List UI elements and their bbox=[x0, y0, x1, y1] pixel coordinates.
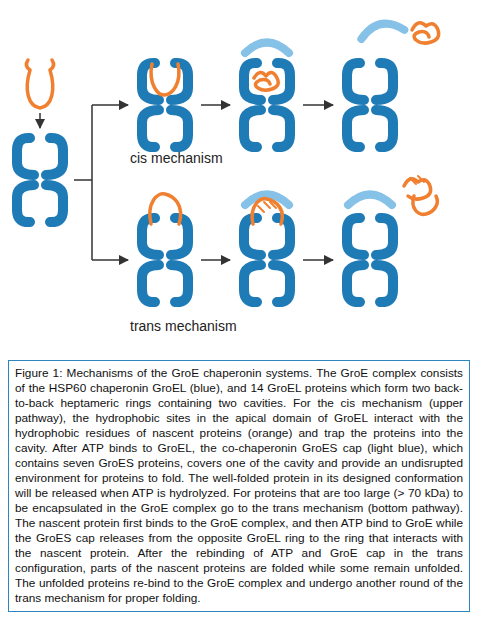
groes-cap bbox=[348, 195, 392, 206]
arrow bbox=[92, 259, 128, 261]
arrow bbox=[201, 259, 230, 261]
groel-complex bbox=[244, 218, 290, 302]
folded-part bbox=[258, 202, 276, 212]
arrow bbox=[201, 104, 230, 106]
mechanism-label: cis mechanism bbox=[130, 150, 223, 166]
groel-complex bbox=[347, 218, 393, 302]
groel-complex bbox=[347, 63, 393, 147]
groes-cap bbox=[359, 20, 404, 39]
arrow bbox=[303, 104, 333, 106]
folding-protein bbox=[254, 72, 278, 90]
bound-protein bbox=[150, 194, 181, 224]
groel-complex bbox=[17, 138, 63, 222]
branch-line bbox=[74, 105, 92, 260]
trapped-protein bbox=[151, 64, 179, 95]
arrow bbox=[39, 113, 41, 128]
partly-folded-protein bbox=[404, 179, 437, 215]
groel-complex bbox=[244, 63, 290, 147]
illustration bbox=[0, 0, 478, 360]
mechanism-label: trans mechanism bbox=[130, 318, 237, 334]
groes-cap bbox=[245, 43, 289, 54]
arrow bbox=[92, 104, 128, 106]
bound-protein bbox=[252, 199, 282, 224]
groel-complex bbox=[142, 218, 188, 302]
arrow bbox=[303, 259, 333, 261]
groel-complex bbox=[142, 63, 188, 147]
folded-protein bbox=[412, 23, 439, 43]
nascent-protein bbox=[26, 60, 53, 108]
figure-caption: Figure 1: Mechanisms of the GroE chapero… bbox=[8, 360, 470, 612]
folded-part bbox=[410, 176, 424, 184]
